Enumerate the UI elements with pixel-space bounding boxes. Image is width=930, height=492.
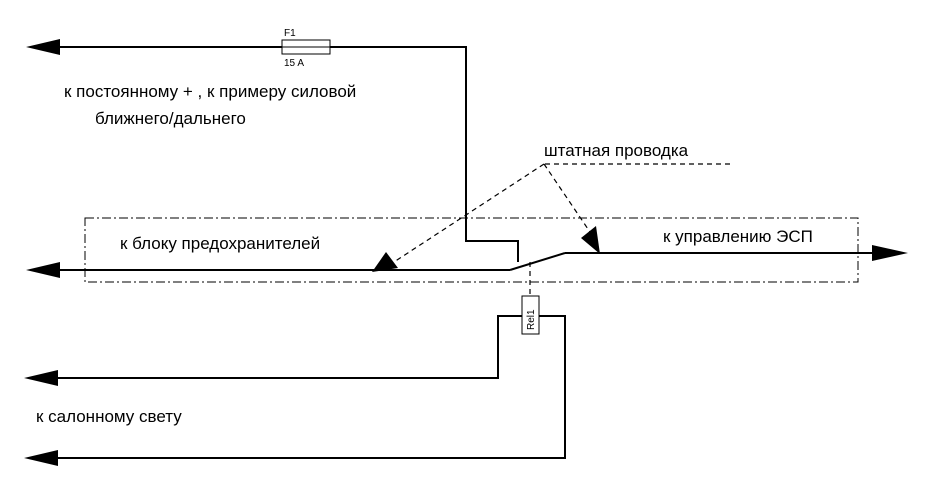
- permanent-plus-wire: [26, 39, 519, 262]
- label-esp-control: к управлению ЭСП: [663, 227, 813, 246]
- permanent-plus-arrow: [26, 39, 60, 55]
- label-fuse-block: к блоку предохранителей: [120, 234, 320, 253]
- fuse-block-arrow: [26, 262, 60, 278]
- leader-arrow-left: [372, 252, 398, 272]
- leader-arrow-right: [581, 226, 600, 254]
- interior-light-wires: [24, 315, 566, 466]
- relay-rel1: Rel1: [498, 262, 565, 335]
- stock-wiring-box: [84, 217, 859, 283]
- main-wire: [26, 245, 908, 278]
- interior-light-arrow-2: [24, 450, 58, 466]
- fuse-rating: 15 A: [284, 58, 304, 69]
- esp-control-arrow: [872, 245, 908, 261]
- fuse-f1: F1 15 A: [281, 28, 331, 69]
- interior-light-arrow-1: [24, 370, 58, 386]
- label-permanent-plus: к постоянному + , к примеру силовой: [64, 82, 356, 101]
- stock-wiring-leader: [372, 163, 730, 272]
- relay-name: Rel1: [526, 309, 537, 330]
- label-permanent-plus-2: ближнего/дальнего: [95, 109, 246, 128]
- label-stock-wiring: штатная проводка: [544, 141, 689, 160]
- fuse-name: F1: [284, 28, 296, 39]
- label-interior-light: к салонному свету: [36, 407, 182, 426]
